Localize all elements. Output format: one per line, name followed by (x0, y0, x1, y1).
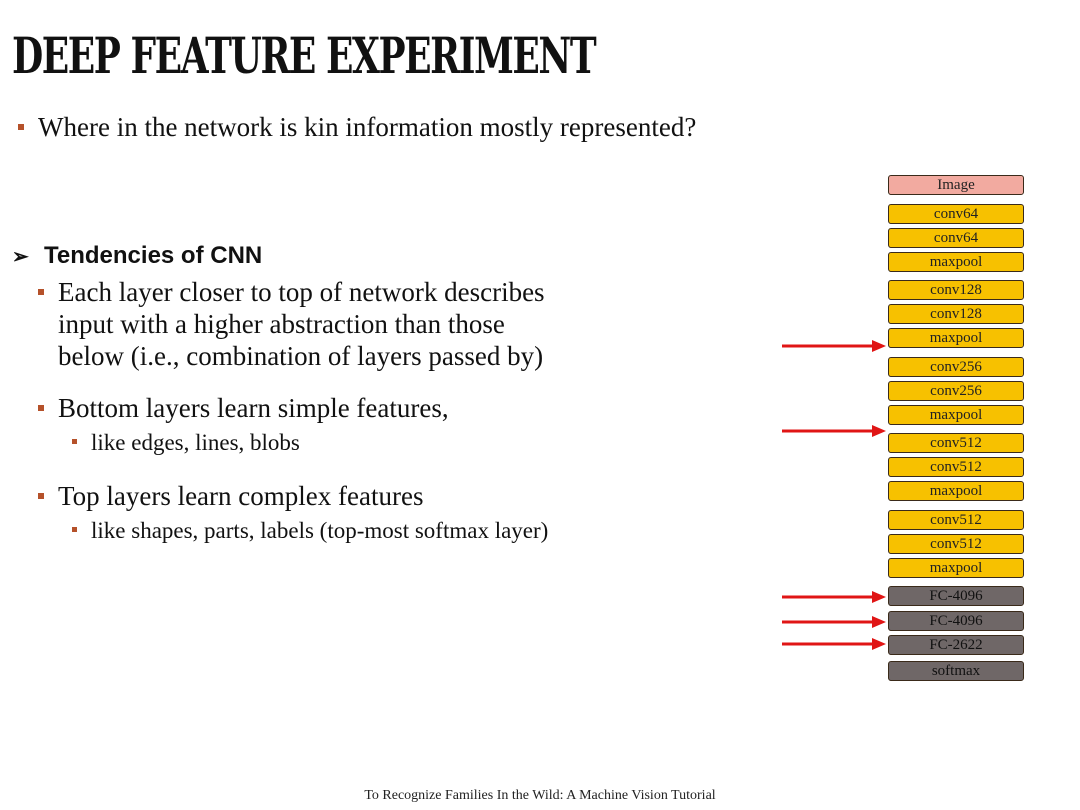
layer-conv64-1: conv64 (888, 204, 1024, 224)
item2-sub-text: like edges, lines, blobs (91, 430, 300, 455)
red-arrow-icon (782, 425, 886, 437)
layer-maxpool-3: maxpool (888, 405, 1024, 425)
layer-maxpool-1: maxpool (888, 252, 1024, 272)
bullet-item-abstraction: Each layer closer to top of network desc… (38, 276, 545, 372)
layer-conv512-2: conv512 (888, 457, 1024, 477)
sub-item-top-layers: like shapes, parts, labels (top-most sof… (72, 518, 548, 544)
layer-conv64-2: conv64 (888, 228, 1024, 248)
item2-text: Bottom layers learn simple features, (58, 393, 449, 423)
item3-text: Top layers learn complex features (58, 481, 424, 511)
item1-line2: input with a higher abstraction than tho… (58, 309, 505, 339)
square-bullet-icon (38, 404, 44, 411)
square-bullet-icon (38, 492, 44, 499)
layer-fc4096-1: FC-4096 (888, 586, 1024, 606)
layer-conv512-4: conv512 (888, 534, 1024, 554)
layer-conv512-1: conv512 (888, 433, 1024, 453)
layer-conv128-2: conv128 (888, 304, 1024, 324)
red-arrow-icon (782, 616, 886, 628)
item1-line3: below (i.e., combination of layers passe… (58, 341, 544, 371)
square-bullet-icon (38, 288, 44, 295)
question-bullet: Where in the network is kin information … (18, 112, 696, 143)
arrow-bullet-icon: ➢ (12, 246, 29, 268)
tendencies-heading-text: Tendencies of CNN (44, 242, 263, 269)
question-text: Where in the network is kin information … (38, 112, 697, 142)
layer-image: Image (888, 175, 1024, 195)
item3-sub-text: like shapes, parts, labels (top-most sof… (91, 518, 549, 543)
red-arrow-icon (782, 638, 886, 650)
square-bullet-icon (72, 439, 77, 445)
layer-conv256-2: conv256 (888, 381, 1024, 401)
square-bullet-icon (72, 527, 77, 533)
slide-title: DEEP FEATURE EXPERIMENT (12, 26, 597, 85)
layer-conv128-1: conv128 (888, 280, 1024, 300)
bullet-item-bottom-layers: Bottom layers learn simple features, (38, 392, 449, 424)
square-bullet-icon (18, 124, 24, 131)
layer-maxpool-2: maxpool (888, 328, 1024, 348)
slide-footer: To Recognize Families In the Wild: A Mac… (364, 788, 716, 803)
layer-fc2622: FC-2622 (888, 635, 1024, 655)
layer-maxpool-5: maxpool (888, 558, 1024, 578)
layer-conv256-1: conv256 (888, 357, 1024, 377)
layer-conv512-3: conv512 (888, 510, 1024, 530)
red-arrow-icon (782, 591, 886, 603)
tendencies-heading: ➢ Tendencies of CNN (12, 242, 262, 270)
sub-item-bottom-layers: like edges, lines, blobs (72, 430, 300, 456)
bullet-item-top-layers: Top layers learn complex features (38, 480, 423, 512)
item1-line1: Each layer closer to top of network desc… (58, 277, 545, 307)
layer-maxpool-4: maxpool (888, 481, 1024, 501)
red-arrow-icon (782, 340, 886, 352)
layer-fc4096-2: FC-4096 (888, 611, 1024, 631)
layer-softmax: softmax (888, 661, 1024, 681)
